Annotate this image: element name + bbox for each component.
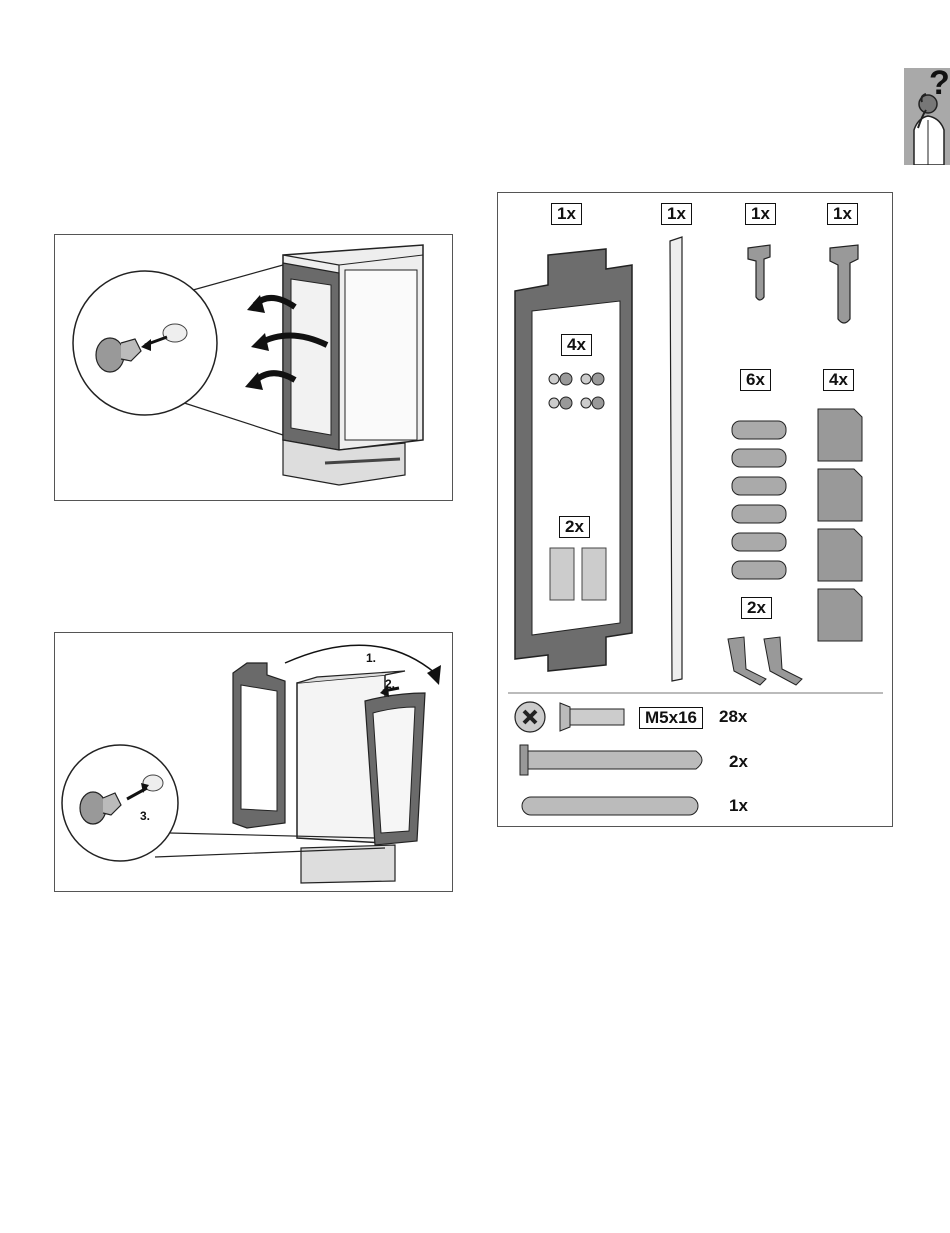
- help-badge: ?: [904, 68, 950, 165]
- screw-spec: M5x16: [639, 707, 703, 729]
- qty-hinges: 4x: [823, 369, 854, 391]
- fridge-remove-caps-illustration: [55, 235, 452, 500]
- qty-clip-large: 1x: [827, 203, 858, 225]
- step-3-label: 3.: [140, 809, 150, 823]
- pin-short-qty: 1x: [729, 796, 748, 816]
- qty-caps: 4x: [561, 334, 592, 356]
- qty-strip: 1x: [661, 203, 692, 225]
- screw-qty: 28x: [719, 707, 747, 727]
- figure-parts-list: 1x 1x 1x 1x 4x 6x 4x 2x 2x M5x16 28x 2x …: [497, 192, 893, 827]
- parts-illustration: [498, 193, 892, 826]
- fridge-attach-frame-illustration: [55, 633, 452, 891]
- qty-clip-small: 1x: [745, 203, 776, 225]
- help-question-mark: ?: [929, 64, 950, 103]
- qty-panel: 1x: [551, 203, 582, 225]
- pin-long-qty: 2x: [729, 752, 748, 772]
- figure-attach-frame: 1. 2. 3.: [54, 632, 453, 892]
- qty-brackets: 2x: [741, 597, 772, 619]
- figure-remove-caps: [54, 234, 453, 501]
- step-2-label: 2.: [385, 677, 395, 691]
- qty-plates: 6x: [740, 369, 771, 391]
- qty-pads: 2x: [559, 516, 590, 538]
- step-1-label: 1.: [366, 651, 376, 665]
